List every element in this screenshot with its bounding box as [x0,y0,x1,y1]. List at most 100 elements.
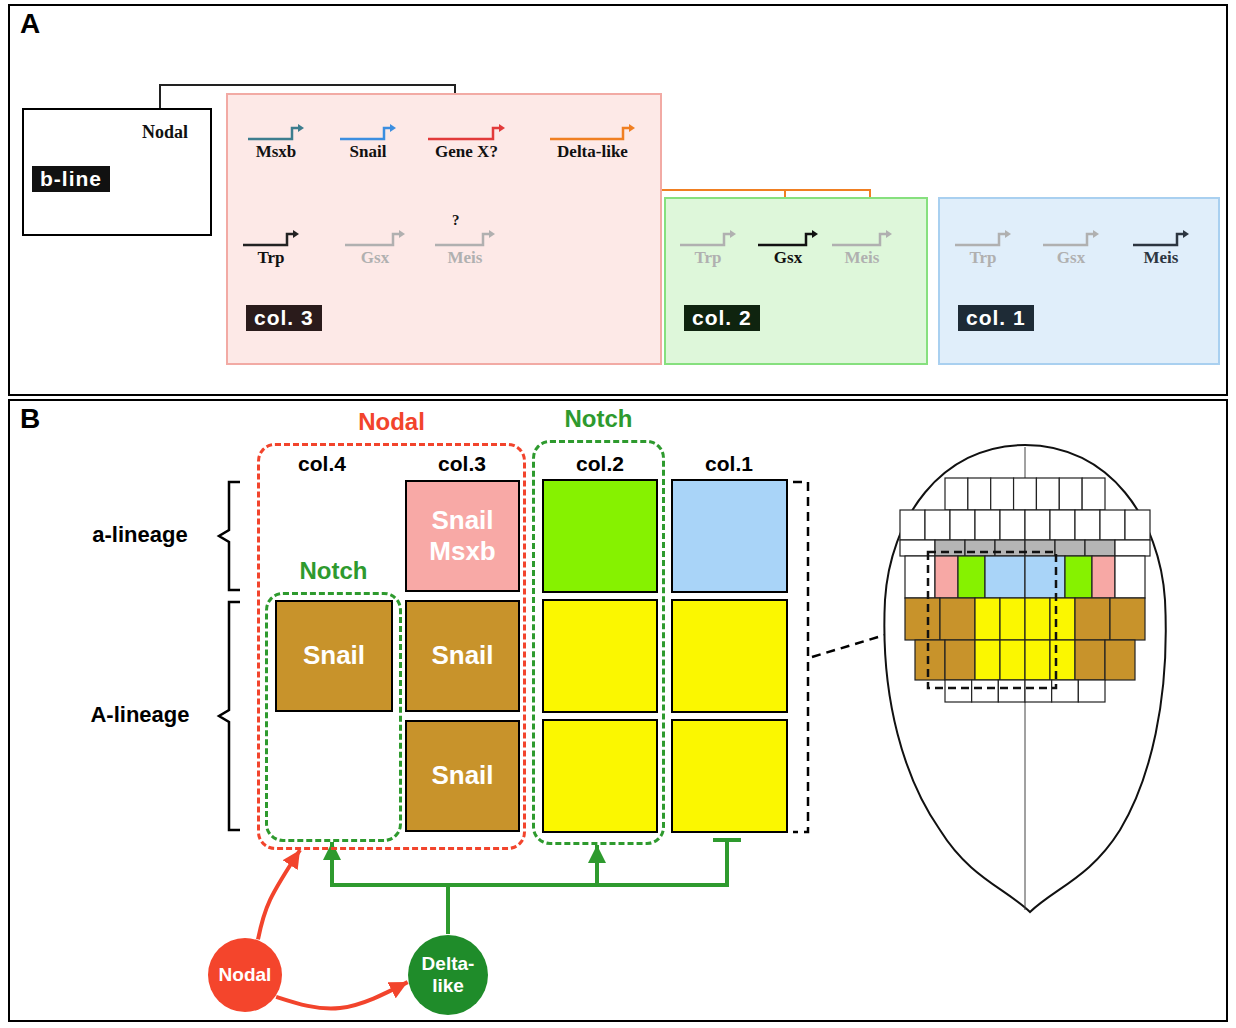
promoter-glyph [435,230,495,248]
promoter-glyph [248,124,304,142]
gene-label: Gene X? [428,124,505,162]
blastomere-cell: Snail [405,720,520,832]
embryo-cell [1075,598,1110,640]
signal-circle: Delta-like [407,934,489,1016]
embryo-cell [1078,680,1105,702]
grid-cell [543,600,657,712]
lineage-box: Nodalb-line [22,108,212,236]
gene-name: Meis [1133,248,1189,268]
embryo-cell [985,556,1025,598]
embryo-cell [1000,598,1025,640]
embryo-cell [1000,640,1025,680]
embryo-cell [925,510,950,540]
column-header: col.2 [576,452,624,476]
embryo-cell [1100,510,1125,540]
zoom-frame [928,552,1056,688]
embryo-cell [945,640,975,680]
node-text: Nodal [213,964,277,986]
embryo-cell [1115,556,1145,598]
embryo-cell [1050,510,1075,540]
node-text: col. 2 [684,305,760,331]
node-text: Snail [413,760,513,791]
grid-cell [543,720,657,832]
node-text: Snail [284,640,384,671]
embryo-cell [935,556,958,598]
embryo-cell [1092,556,1115,598]
promoter-glyph [345,230,405,248]
column-box: col. 3MsxbSnailGene X?Delta-likeTrpGsxMe… [226,93,662,365]
embryo-cell [1125,510,1150,540]
activation-arrow [276,982,407,1008]
embryo-cell [1036,478,1059,510]
embryo-cell [900,540,935,556]
embryo-cell [975,640,1000,680]
embryo-cell [1082,478,1105,510]
node-text: Snail Msxb [413,505,513,567]
embryo-cell [940,598,975,640]
column-box: col. 1 Trp Gsx Meis [938,197,1220,365]
embryo-cell [1025,556,1065,598]
gene-name: Gsx [345,248,405,268]
question-mark: ? [452,212,460,229]
activation-arrow [448,845,597,934]
promoter-glyph [428,124,505,142]
embryo-cell [905,598,940,640]
signal-domain: NodalNotchSnailSnail MsxbSnailSnail [257,443,526,850]
activation-arrow [332,842,448,934]
panel-frame: BNodalNotchSnailSnail MsxbSnailSnailNotc… [8,399,1228,1022]
embryo-cell [900,510,925,540]
gene-label: Meis [1133,230,1189,268]
embryo-cell [1025,680,1052,702]
panel-frame: A Nodalb-line col. 3 Msxb Snail Gene X? Delta-… [8,4,1228,396]
embryo-cell [1050,598,1075,640]
gene-label: Gsx [1043,230,1099,268]
gene-label: Meis [832,230,892,268]
promoter-glyph [680,230,736,248]
inhibition-line [597,842,727,885]
gene-name: Gsx [758,248,818,268]
gene-name: Gene X? [428,142,505,162]
embryo-cell [1025,540,1055,556]
embryo-cell [1075,510,1100,540]
gene-name: Delta-like [550,142,635,162]
embryo-cell [1065,556,1092,598]
grid-cell [543,480,657,592]
blastomere-cell: Snail [405,600,520,712]
node-text: col. 3 [246,305,322,331]
promoter-glyph [1133,230,1189,248]
gene-name: Snail [340,142,396,162]
embryo-cell [1115,540,1150,556]
node-text: Notch [565,405,633,433]
embryo-cell [945,478,968,510]
embryo-cell [1014,478,1037,510]
promoter-glyph [243,230,299,248]
embryo-cell [1025,640,1050,680]
region-bracket [793,482,808,832]
blastomere-cell: Snail Msxb [405,480,520,592]
embryo-cell [965,540,995,556]
node-text: col. 1 [958,305,1034,331]
node-text: A [20,8,40,40]
grid-cell [672,600,787,712]
node-text: Snail [413,640,513,671]
lineage-label: a-lineage [92,522,187,548]
promoter-glyph [832,230,892,248]
gene-name: Gsx [1043,248,1099,268]
embryo-cell [968,478,991,510]
activation-arrow [258,850,300,939]
embryo-cell [945,680,972,702]
embryo-cell [1052,680,1079,702]
gene-name: Trp [243,248,299,268]
embryo-cell [975,598,1000,640]
node-text: Nodal [142,122,188,143]
gene-label: Gsx [758,230,818,268]
grid-cell [672,480,787,592]
signal-circle: Nodal [207,937,283,1013]
grid-cell [672,720,787,832]
embryo-cell [905,556,935,598]
gene-name: Trp [955,248,1011,268]
signal-domain: Notch [532,440,665,845]
gene-label: Msxb [248,124,304,162]
embryo-cell [998,680,1025,702]
embryo-cell [1110,598,1145,640]
